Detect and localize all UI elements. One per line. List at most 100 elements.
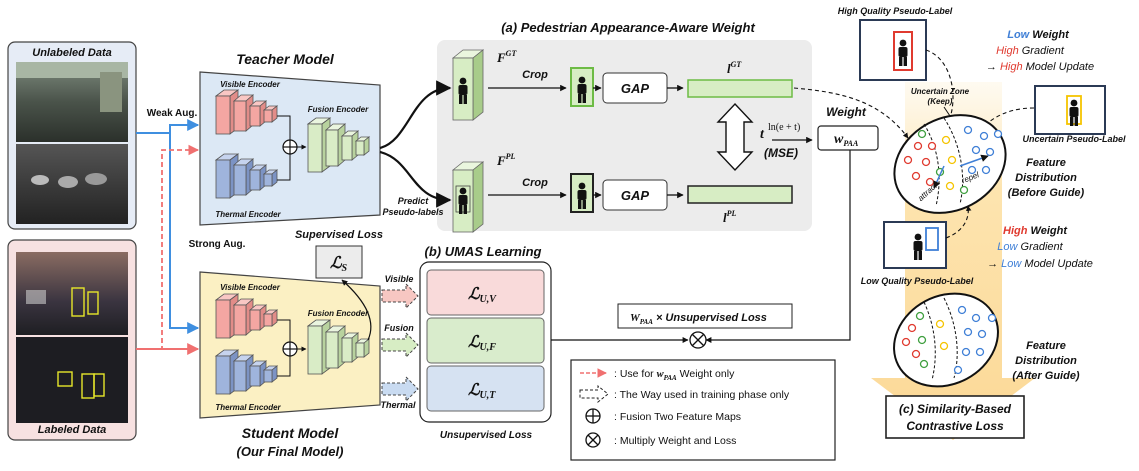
teacher-fusion-op-icon bbox=[282, 139, 298, 155]
weight-to-multiply-line bbox=[705, 150, 851, 343]
vector-pl bbox=[687, 185, 793, 204]
feat-before-1: Feature bbox=[1026, 157, 1066, 169]
distribution-before-zones bbox=[923, 117, 964, 207]
uncertain-curve bbox=[969, 107, 1035, 141]
branch-visible-label: Visible bbox=[385, 274, 414, 284]
mse-label: (MSE) bbox=[764, 146, 798, 160]
student-fusion-op-icon bbox=[282, 341, 298, 357]
multiply-op-icon bbox=[689, 331, 707, 349]
feat-after-3: (After Guide) bbox=[1012, 370, 1080, 382]
attract-arrow bbox=[933, 165, 945, 189]
legend-fusion-icon bbox=[585, 408, 601, 424]
feat-after-1: Feature bbox=[1026, 340, 1066, 352]
repel-arrow bbox=[959, 154, 989, 167]
supervised-loss-arrow bbox=[341, 279, 372, 341]
branch-arrow-visible bbox=[381, 282, 419, 310]
feat-before-2: Distribution bbox=[1015, 172, 1077, 184]
feature-pl-block bbox=[451, 161, 485, 233]
vector-gt-label: lGT bbox=[727, 60, 742, 76]
wpaa-loss-label: WPAA × Unsupervised Loss bbox=[630, 312, 767, 326]
uncertain-zone-2: (Keep) bbox=[928, 97, 953, 106]
legend-item-3: : Fusion Two Feature Maps bbox=[614, 411, 741, 423]
high-gradient-text: High Gradient bbox=[996, 45, 1065, 57]
uncertain-pl-label: Uncertain Pseudo-Label bbox=[1022, 134, 1126, 144]
loss-uf-box bbox=[426, 317, 545, 364]
weak-aug-label: Weak Aug. bbox=[147, 108, 198, 119]
legend-item-4: : Multiply Weight and Loss bbox=[614, 435, 736, 447]
branch-arrow-fusion bbox=[381, 331, 419, 359]
paa-title: (a) Pedestrian Appearance-Aware Weight bbox=[501, 20, 755, 35]
weight-box bbox=[817, 125, 879, 151]
feature-gt-label: FGT bbox=[496, 49, 517, 65]
student-title-1: Student Model bbox=[242, 425, 340, 441]
unlabeled-data-panel bbox=[7, 41, 137, 230]
high-weight-text: Low Weight bbox=[1007, 29, 1070, 41]
feat-after-2: Distribution bbox=[1015, 355, 1077, 367]
teacher-visible-encoder bbox=[214, 89, 279, 135]
t-label: t bbox=[760, 127, 765, 142]
feat-before-3: (Before Guide) bbox=[1008, 187, 1085, 199]
vector-pl-label: lPL bbox=[723, 209, 737, 225]
gap-label-gt: GAP bbox=[621, 81, 650, 96]
branch-thermal-label: Thermal bbox=[380, 400, 416, 410]
vector-gt bbox=[687, 79, 793, 98]
weight-symbol: wPAA bbox=[834, 132, 859, 148]
supervised-loss-label: Supervised Loss bbox=[295, 229, 383, 241]
distribution-before bbox=[893, 114, 1007, 214]
loss-uv-box bbox=[426, 269, 545, 316]
loss-uf-symbol: ℒU,F bbox=[468, 334, 496, 353]
ln-label: ln(e + t) bbox=[768, 122, 800, 133]
uncertain-zone-1: Uncertain Zone bbox=[911, 87, 970, 96]
wpaa-loss-box bbox=[617, 303, 793, 329]
high-quality-label: High Quality Pseudo-Label bbox=[838, 6, 953, 16]
teacher-fusion-encoder-label: Fusion Encoder bbox=[308, 105, 369, 114]
distribution-after-points bbox=[901, 305, 997, 375]
loss-ut-symbol: ℒU,T bbox=[468, 382, 496, 401]
student-thermal-encoder bbox=[214, 349, 279, 395]
feature-pl-label: FPL bbox=[496, 152, 516, 168]
labeled-data-label: Labeled Data bbox=[38, 424, 106, 436]
teacher-thermal-encoder-label: Thermal Encoder bbox=[215, 210, 281, 219]
high-quality-curve bbox=[925, 49, 954, 119]
crop-label-gt: Crop bbox=[522, 69, 548, 81]
gt-to-distribution-curve bbox=[793, 87, 909, 139]
mse-double-arrow bbox=[716, 102, 754, 172]
weak-aug-arrow bbox=[136, 119, 200, 334]
loss-ut-box bbox=[426, 365, 545, 412]
low-quality-curve bbox=[945, 205, 972, 239]
student-visible-encoder-label: Visible Encoder bbox=[220, 283, 281, 292]
teacher-output-arrows bbox=[379, 80, 452, 208]
contrastive-label-1: (c) Similarity-Based bbox=[899, 402, 1012, 416]
unlabeled-data-label: Unlabeled Data bbox=[32, 47, 111, 59]
student-thermal-encoder-label: Thermal Encoder bbox=[215, 403, 281, 412]
supervised-loss-box bbox=[315, 245, 363, 279]
contrastive-loss-box bbox=[885, 395, 1025, 439]
supervised-loss-symbol: ℒS bbox=[330, 255, 348, 274]
teacher-fusion-lines bbox=[277, 115, 307, 181]
labeled-data-panel bbox=[7, 239, 137, 441]
unsupervised-loss-label: Unsupervised Loss bbox=[440, 430, 533, 441]
low-weight-text: High Weight bbox=[1003, 225, 1068, 237]
crop-label-pl: Crop bbox=[522, 177, 548, 189]
legend-item-2: : The Way used in training phase only bbox=[614, 389, 790, 401]
low-quality-bbox bbox=[925, 227, 939, 251]
feature-gt-block bbox=[451, 49, 485, 121]
contrastive-label-2: Contrastive Loss bbox=[906, 419, 1004, 433]
student-visible-encoder bbox=[214, 293, 279, 339]
teacher-fusion-encoder bbox=[306, 117, 371, 173]
legend-multiply-icon bbox=[585, 432, 601, 448]
predict-label-2: Pseudo-labels bbox=[382, 207, 443, 217]
legend-dashed-arrow-icon bbox=[579, 384, 609, 404]
branch-arrow-thermal bbox=[381, 375, 419, 403]
distribution-before-points bbox=[903, 125, 1003, 195]
low-quality-label: Low Quality Pseudo-Label bbox=[861, 276, 974, 286]
student-fusion-encoder bbox=[306, 319, 371, 375]
high-update-text: → High Model Update bbox=[986, 61, 1094, 73]
teacher-title: Teacher Model bbox=[236, 51, 335, 67]
legend-item-1: : Use for wPAA Weight only bbox=[614, 368, 735, 382]
branch-fusion-label: Fusion bbox=[384, 323, 414, 333]
teacher-visible-encoder-label: Visible Encoder bbox=[220, 80, 281, 89]
low-gradient-text: Low Gradient bbox=[997, 241, 1063, 253]
weight-title: Weight bbox=[826, 105, 867, 119]
